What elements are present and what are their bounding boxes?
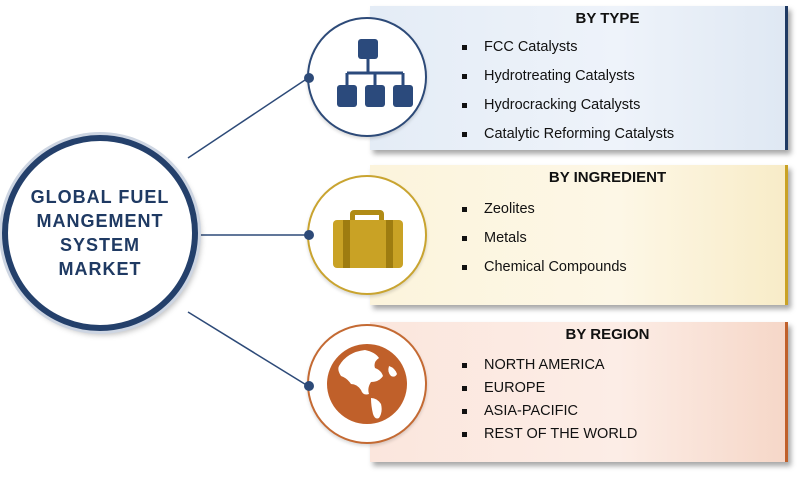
- icon-circle-region: [307, 324, 427, 444]
- list-item: FCC Catalysts: [462, 33, 674, 62]
- connector-dot-type: [304, 73, 314, 83]
- icon-circle-type: [307, 17, 427, 137]
- list-item: NORTH AMERICA: [462, 354, 637, 377]
- segment-title-type: BY TYPE: [575, 10, 640, 27]
- segment-list-type: FCC Catalysts Hydrotreating Catalysts Hy…: [462, 33, 674, 149]
- list-item: ASIA-PACIFIC: [462, 400, 637, 423]
- list-item: Zeolites: [462, 195, 627, 224]
- segment-title-region: BY REGION: [565, 326, 650, 343]
- center-circle: GLOBAL FUEL MANGEMENT SYSTEM MARKET: [2, 135, 198, 331]
- connector-dot-ingredient: [304, 230, 314, 240]
- segment-list-region: NORTH AMERICA EUROPE ASIA-PACIFIC REST O…: [462, 354, 637, 446]
- icon-circle-ingredient: [307, 175, 427, 295]
- list-item: Hydrocracking Catalysts: [462, 91, 674, 120]
- hierarchy-icon: [337, 39, 413, 107]
- list-item: Catalytic Reforming Catalysts: [462, 120, 674, 149]
- list-item: REST OF THE WORLD: [462, 423, 637, 446]
- segment-panel-region: BY REGION NORTH AMERICA EUROPE ASIA-PACI…: [370, 322, 788, 462]
- list-item: Chemical Compounds: [462, 253, 627, 282]
- segment-panel-ingredient: BY INGREDIENT Zeolites Metals Chemical C…: [370, 165, 788, 305]
- globe-icon: [327, 344, 407, 424]
- list-item: EUROPE: [462, 377, 637, 400]
- briefcase-icon: [333, 210, 403, 268]
- segment-panel-type: BY TYPE FCC Catalysts Hydrotreating Cata…: [370, 6, 788, 150]
- connector-line-region: [187, 311, 309, 387]
- connector-line-type: [187, 77, 309, 159]
- list-item: Hydrotreating Catalysts: [462, 62, 674, 91]
- list-item: Metals: [462, 224, 627, 253]
- segment-title-ingredient: BY INGREDIENT: [548, 169, 667, 186]
- segment-list-ingredient: Zeolites Metals Chemical Compounds: [462, 195, 627, 282]
- connector-dot-region: [304, 381, 314, 391]
- center-title: GLOBAL FUEL MANGEMENT SYSTEM MARKET: [30, 187, 170, 279]
